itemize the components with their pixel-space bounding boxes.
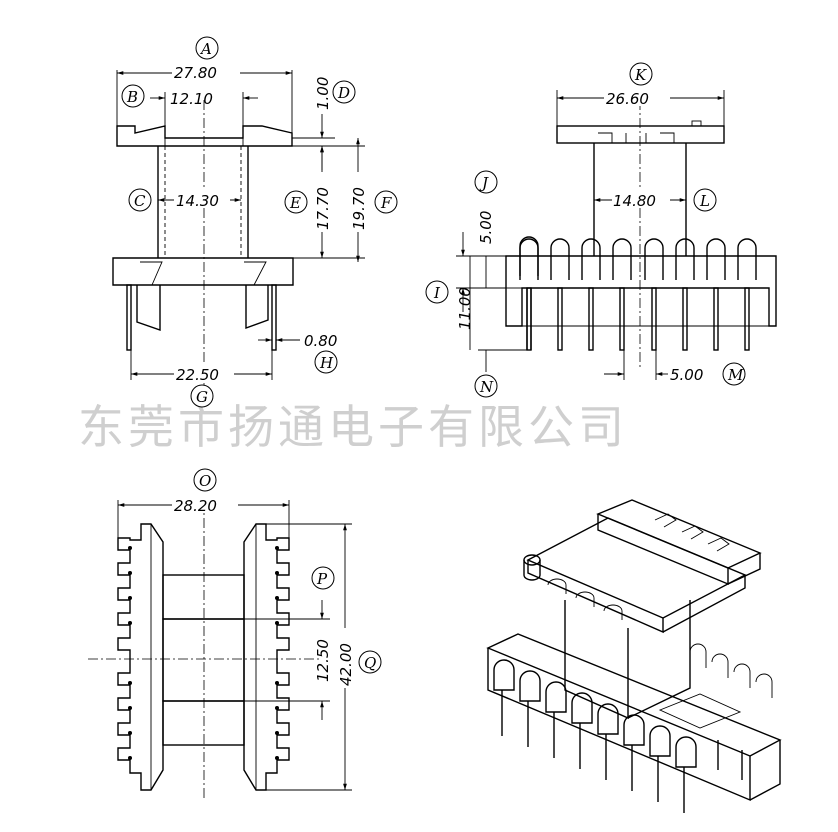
top-view-pins [128,546,279,760]
dim-p-value: 12.50 [314,639,332,682]
label-e: E [289,194,301,212]
side-view: 26.60 K 14.80 L 5.00 J 11.00 I N 5.00 [425,62,777,398]
front-view: 27.80 A 12.10 B 14.30 C 1.00 D 17.70 E [112,36,398,408]
label-l: L [699,192,710,210]
dim-g-value: 22.50 [176,366,219,384]
dim-k-value: 26.60 [606,90,649,108]
dim-i-value: 11.00 [456,287,474,330]
label-i: I [433,284,441,302]
label-d: D [337,84,350,102]
iso-back-pins [689,643,773,780]
label-p: P [316,570,328,588]
iso-front-pins [493,659,697,813]
dim-e-value: 17.70 [314,187,332,230]
label-n: N [479,378,494,396]
label-c: C [134,192,146,210]
label-o: O [199,472,211,490]
label-f: F [380,194,392,212]
label-q: Q [364,654,376,672]
dim-j-value: 5.00 [477,211,495,244]
label-b: B [126,88,138,106]
dim-m-value: 5.00 [670,366,703,384]
isometric-view [486,499,782,813]
label-k: K [634,66,647,84]
dim-q-value: 42.00 [337,643,355,686]
dim-b-value: 12.10 [170,90,213,108]
company-watermark: 东莞市扬通电子有限公司 [78,400,628,454]
label-j: J [479,174,489,192]
label-a: A [199,40,212,58]
label-g: G [196,388,208,406]
label-m: M [727,366,744,384]
label-h: H [319,354,334,372]
dim-o-value: 28.20 [174,497,217,515]
dim-c-value: 14.30 [176,192,219,210]
dim-l-value: 14.80 [613,192,656,210]
dim-h-value: 0.80 [304,332,337,350]
dim-a-value: 27.80 [174,64,217,82]
top-view: 28.20 O 12.50 P 42.00 Q [88,468,382,800]
dim-d-value: 1.00 [314,77,332,110]
dim-f-value: 19.70 [350,187,368,230]
side-pin-row [519,238,757,351]
